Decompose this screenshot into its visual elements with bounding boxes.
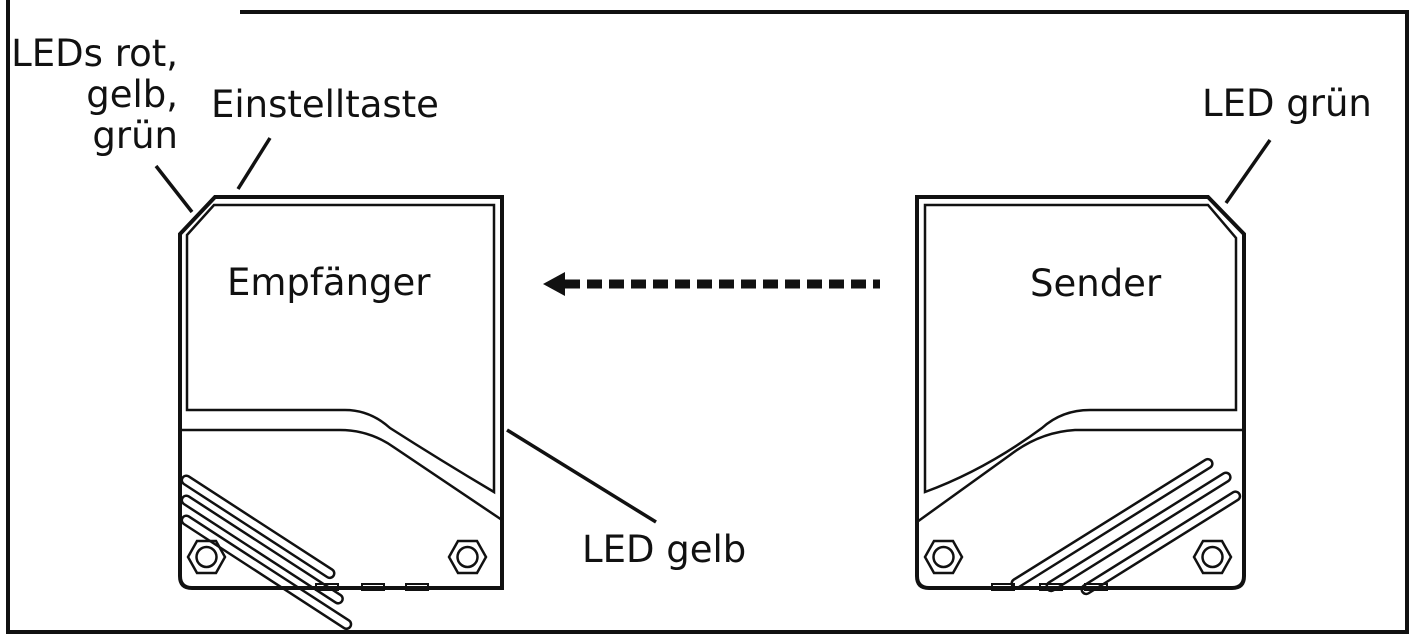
label-receiver-led-yellow: LED gelb: [582, 528, 746, 571]
leader-sender-led-green: [1224, 138, 1272, 205]
sender-nut-left: [923, 539, 964, 575]
sender-device: [915, 195, 1246, 596]
label-sender-led-green: LED grün: [1202, 82, 1372, 125]
leader-receiver-button: [236, 137, 272, 190]
receiver-slot: [180, 474, 336, 580]
receiver-panel-curve: [180, 428, 503, 522]
receiver-housing: [178, 195, 504, 590]
receiver-bottom-tab: [315, 583, 339, 591]
sender-nut-right: [1192, 539, 1233, 575]
beam-arrowhead: [543, 272, 565, 296]
label-receiver-leds-line3: grün: [92, 114, 178, 157]
diagram-frame: [6, 0, 1409, 634]
label-receiver-button: Einstelltaste: [211, 83, 439, 126]
sender-bottom-tab: [1084, 583, 1108, 591]
receiver-device: [178, 195, 504, 631]
sender-bottom-tab: [1039, 583, 1063, 591]
receiver-nut-right: [447, 539, 488, 575]
label-receiver-leds-line2: gelb,: [86, 73, 178, 116]
leader-receiver-led-yellow: [506, 428, 657, 524]
sender-panel-curve: [916, 428, 1244, 524]
receiver-slot: [180, 494, 344, 605]
sender-slot: [1045, 471, 1232, 593]
receiver-bottom-tab: [405, 583, 429, 591]
receiver-window: [185, 203, 496, 495]
receiver-bottom-tab: [361, 583, 385, 591]
label-sender-name: Sender: [1030, 262, 1162, 305]
sender-slot: [1010, 457, 1214, 590]
sender-housing: [915, 195, 1246, 590]
light-beam-arrow: [543, 272, 880, 296]
receiver-slot: [180, 514, 353, 631]
sender-bottom-tab: [991, 583, 1015, 591]
sender-window: [923, 203, 1238, 494]
sender-slots: [1010, 457, 1242, 596]
receiver-slots: [180, 474, 353, 631]
sender-slot: [1080, 490, 1242, 596]
receiver-nut-left: [186, 539, 227, 575]
leader-receiver-leds: [154, 164, 194, 214]
label-receiver-name: Empfänger: [227, 261, 431, 304]
label-receiver-leds-line1: LEDs rot,: [11, 32, 178, 75]
